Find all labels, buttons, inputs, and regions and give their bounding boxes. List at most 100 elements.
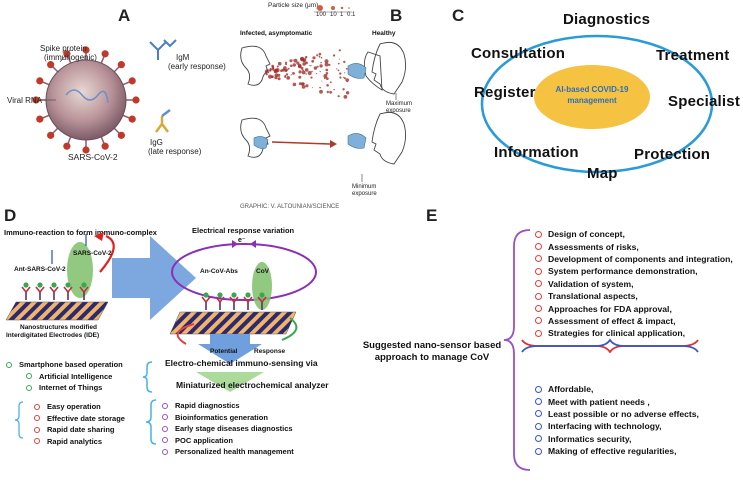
- droplet: [333, 88, 335, 91]
- electrical-variation-title: Electrical response variation: [192, 226, 295, 235]
- antigen-dot: [65, 282, 71, 288]
- droplet: [304, 56, 308, 59]
- droplet: [304, 68, 309, 72]
- graphic-credit: GRAPHIC: V. ALTOUNIAN/SCIENCE: [240, 204, 340, 210]
- list-item: Translational aspects,: [535, 290, 733, 302]
- spike-head: [47, 61, 55, 69]
- electrode-label-2: Interdigitated Electrodes (IDE): [6, 332, 100, 339]
- particle-scale-10: 10: [330, 12, 337, 18]
- droplet: [286, 76, 291, 80]
- list-item: System performance demonstration,: [535, 265, 733, 277]
- mask-top: [347, 63, 367, 79]
- antibodies-left: [21, 282, 89, 300]
- mask-infected: [253, 136, 269, 149]
- list-item: Design of concept,: [535, 228, 733, 240]
- droplet: [265, 72, 267, 74]
- min-exposure-label-2: exposure: [352, 191, 377, 197]
- droplet: [312, 56, 316, 60]
- droplet: [339, 58, 340, 60]
- droplet: [289, 59, 293, 63]
- list-item: Artificial Intelligence: [6, 371, 123, 383]
- panel-b-letter: B: [390, 6, 403, 25]
- panel-e-letter: E: [426, 206, 438, 225]
- droplet: [301, 70, 306, 75]
- droplet: [283, 69, 285, 71]
- requirements-list: Affordable, Meet with patient needs , Le…: [535, 383, 699, 457]
- bullet-icon: [34, 415, 40, 422]
- antigen-dot: [217, 292, 223, 298]
- droplet: [267, 71, 270, 74]
- droplet: [296, 61, 300, 65]
- droplet: [343, 60, 346, 64]
- electrode-label-1: Nanostructures modified: [20, 324, 97, 331]
- droplet: [344, 72, 346, 74]
- list-item: Personalized health management: [162, 446, 294, 458]
- spike-head: [32, 96, 40, 104]
- droplet: [336, 68, 338, 70]
- bullet-icon: [535, 385, 542, 393]
- droplet: [311, 59, 315, 63]
- antigen-dot: [51, 282, 57, 288]
- droplet: [284, 75, 287, 78]
- antibody-arm: [229, 296, 235, 303]
- bullet-icon: [34, 438, 40, 445]
- droplet: [292, 59, 294, 61]
- droplet: [312, 87, 314, 89]
- outer-ring: [480, 34, 714, 174]
- droplet: [328, 63, 331, 66]
- virus-name-label: SARS-CoV-2: [68, 152, 118, 162]
- droplet: [319, 89, 323, 94]
- droplet: [285, 63, 288, 66]
- antigen-dot: [231, 292, 237, 298]
- antibody-arm: [21, 286, 27, 293]
- ant-sars-label: Ant-SARS-CoV-2: [14, 266, 66, 273]
- droplet: [338, 49, 341, 52]
- igm-label: IgM: [176, 53, 190, 62]
- bullet-icon: [535, 317, 542, 325]
- droplet: [274, 68, 276, 71]
- bullet-icon: [535, 267, 542, 275]
- antibody-arm: [35, 286, 41, 293]
- center-line-1: Suggested nano-sensor based: [362, 340, 502, 351]
- spike-head: [101, 50, 109, 58]
- green-feature-list: Smartphone based operation Artificial In…: [6, 359, 123, 394]
- bullet-icon: [6, 361, 12, 368]
- list-item: Making of effective regularities,: [535, 445, 699, 457]
- droplet: [292, 72, 295, 75]
- spike-head: [117, 61, 125, 69]
- droplet: [283, 66, 287, 70]
- spike-head: [82, 146, 90, 154]
- droplet: [300, 66, 304, 70]
- word-information: Information: [494, 144, 579, 161]
- list-item: Validation of system,: [535, 278, 733, 290]
- sensing-title-2: Miniaturized electrochemical analyzer: [176, 380, 329, 390]
- list-item: Bioinformatics generation: [162, 412, 294, 424]
- word-consultation: Consultation: [471, 45, 566, 62]
- process-arrow: [112, 236, 196, 320]
- droplet: [287, 67, 290, 70]
- droplet: [318, 55, 321, 58]
- antibody-arm: [247, 296, 253, 303]
- droplet: [307, 71, 312, 75]
- word-specialist: Specialist: [668, 93, 741, 110]
- droplet: [311, 70, 313, 73]
- healthy-person-top: [363, 41, 407, 95]
- droplet: [274, 73, 279, 78]
- brace-red: [14, 401, 24, 439]
- center-label: AI-based COVID-19 management: [534, 84, 650, 106]
- max-exposure-label-1: Maximum: [386, 101, 413, 107]
- list-item: Early stage diseases diagnostics: [162, 423, 294, 435]
- healthy-label: Healthy: [372, 30, 396, 37]
- droplet: [285, 68, 288, 72]
- bullet-icon: [535, 447, 542, 455]
- word-map: Map: [587, 165, 618, 182]
- infected-person-top: [240, 45, 271, 86]
- reduced-droplet-arrow: [271, 141, 331, 145]
- droplet-spray: [264, 49, 350, 99]
- infected-person-bottom: [240, 117, 271, 158]
- spike-head: [128, 77, 136, 85]
- blue-brace: [521, 338, 699, 353]
- center-line-2: approach to manage CoV: [374, 352, 490, 363]
